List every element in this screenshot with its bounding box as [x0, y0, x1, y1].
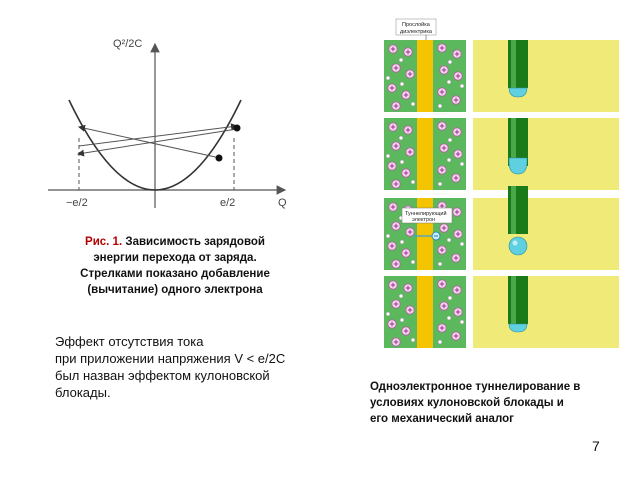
pos-half-e-label: e/2 [220, 197, 235, 209]
neg-half-e-label: −e/2 [66, 197, 88, 209]
caption-line: (вычитание) одного электрона [87, 284, 263, 296]
mechanical-analog-panel [473, 118, 619, 190]
arrow-icon [77, 128, 238, 157]
caption-line: Зависимость зарядовой [125, 236, 265, 248]
x-axis-label: Q [278, 197, 287, 209]
caption-line: Одноэлектронное туннелирование в [370, 381, 581, 393]
caption-line: Стрелками показано добавление [80, 268, 270, 280]
energy-curve [68, 99, 242, 191]
text-line: Эффект отсутствия тока [55, 334, 204, 349]
tunneling-label: Туннелирующий [405, 210, 447, 217]
text-line: блокады. [55, 385, 111, 400]
tunneling-label-box [401, 207, 453, 224]
junction-panel [384, 40, 466, 112]
water-drop [508, 323, 528, 333]
water-drop [508, 236, 528, 256]
mechanical-analog-panel [473, 276, 619, 348]
figure-label: Рис. 1. [85, 236, 123, 248]
charging-energy-parabola: Q²/2C Q −e/2 e/2 [48, 38, 287, 209]
y-axis-label: Q²/2C [113, 38, 142, 50]
text-line: был назван эффектом кулоновской [55, 368, 270, 383]
junction-panel [384, 118, 466, 190]
mechanical-analog-panel [473, 40, 619, 112]
page-number: 7 [592, 438, 600, 454]
single-electron-tunneling-figure: Прослойка диэлектрика Туннелирующий элек… [384, 18, 619, 348]
water-drop [508, 87, 528, 98]
dielectric-label: диэлектрика [400, 29, 433, 35]
coulomb-blockade-description: Эффект отсутствия тока при приложении на… [55, 333, 345, 401]
junction-panel [384, 276, 466, 348]
caption-line: условиях кулоновской блокады и [370, 397, 564, 409]
state-point [215, 154, 223, 162]
tunneling-label: электрон [412, 217, 435, 223]
mechanical-analog-panel [473, 186, 619, 270]
caption-line: его механический аналог [370, 413, 514, 425]
arrow-icon [78, 123, 238, 147]
text-line: при приложении напряжения V < e/2C [55, 351, 286, 366]
caption-line: энергии перехода от заряда. [93, 252, 257, 264]
figure-caption: Рис. 1. Зависимость зарядовой энергии пе… [40, 234, 310, 298]
dielectric-label: Прослойка [402, 21, 431, 28]
tunneling-caption: Одноэлектронное туннелирование в условия… [370, 379, 620, 427]
state-point [233, 124, 241, 132]
junction-panel [384, 198, 466, 270]
arrow-icon [78, 124, 221, 159]
water-drop [508, 157, 528, 175]
dielectric-label-box [395, 18, 437, 36]
